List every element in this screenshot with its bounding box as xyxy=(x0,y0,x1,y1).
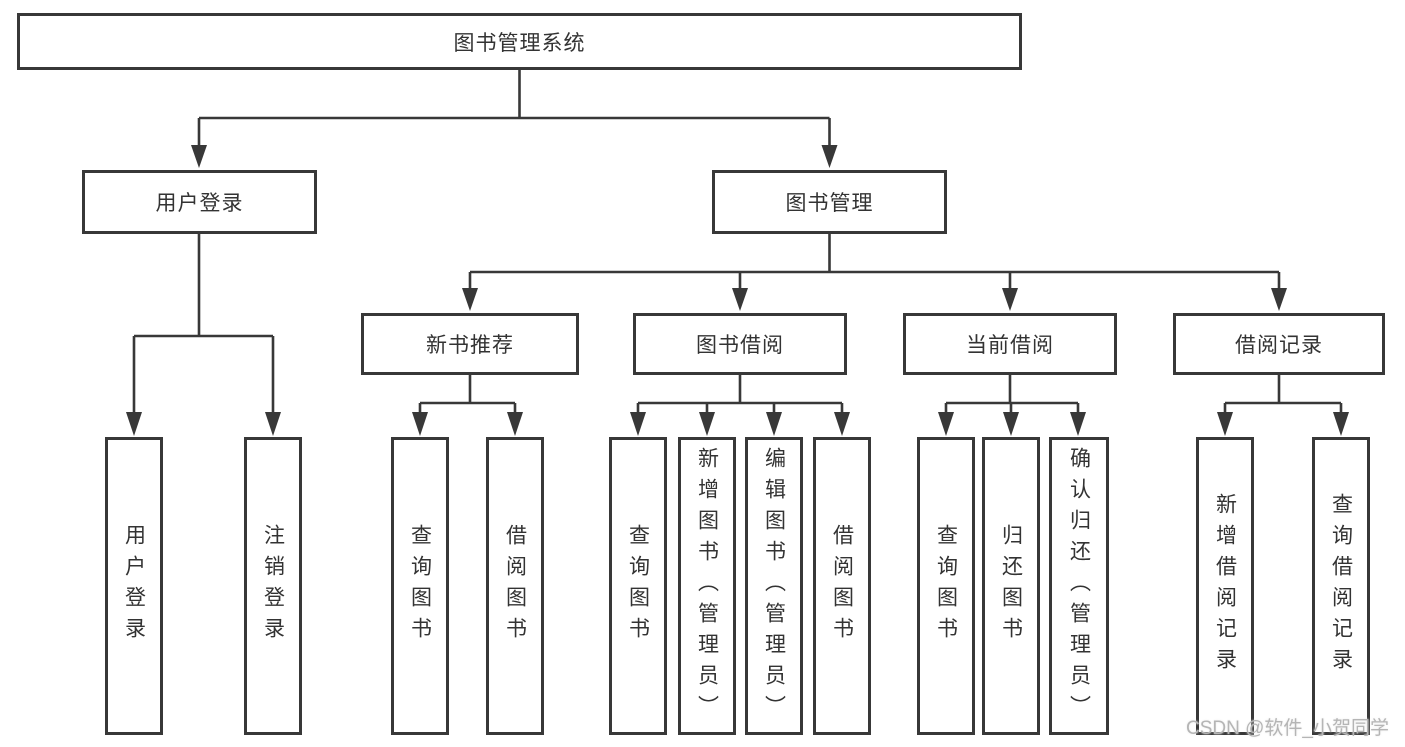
leaf-edit-book-admin: 编辑图书（管理员） xyxy=(745,437,803,735)
node-book-management: 图书管理 xyxy=(712,170,947,234)
leaf-label: 查询图书 xyxy=(934,524,958,648)
node-label: 图书管理系统 xyxy=(453,31,586,55)
connector-current-borrow-to-leaves xyxy=(938,375,1086,436)
leaf-add-book-admin: 新增图书（管理员） xyxy=(678,437,736,735)
node-book-borrow: 图书借阅 xyxy=(633,313,847,375)
node-label: 用户登录 xyxy=(155,192,244,215)
leaf-label: 编辑图书（管理员） xyxy=(762,446,786,726)
leaf-query-books-current: 查询图书 xyxy=(917,437,975,735)
connector-book-management-to-level2 xyxy=(462,234,1287,311)
node-label: 借阅记录 xyxy=(1235,334,1323,357)
leaf-add-borrow-record: 新增借阅记录 xyxy=(1196,437,1254,735)
leaf-label: 查询图书 xyxy=(408,524,432,648)
leaf-label: 新增借阅记录 xyxy=(1213,493,1237,679)
leaf-label: 新增图书（管理员） xyxy=(695,446,719,726)
leaf-borrow-books: 借阅图书 xyxy=(813,437,871,735)
csdn-watermark: CSDN @软件_小贺同学 xyxy=(1186,718,1389,739)
node-library-system: 图书管理系统 xyxy=(17,13,1022,70)
connector-root-to-level1 xyxy=(191,70,838,168)
leaf-label: 确认归还（管理员） xyxy=(1067,446,1091,726)
connector-new-book-to-leaves xyxy=(412,375,523,436)
node-label: 图书管理 xyxy=(785,192,874,215)
leaf-borrow-books-recommend: 借阅图书 xyxy=(486,437,544,735)
connector-borrow-record-to-leaves xyxy=(1217,375,1349,436)
leaf-return-book: 归还图书 xyxy=(982,437,1040,735)
node-user-login: 用户登录 xyxy=(82,170,317,234)
node-borrow-record: 借阅记录 xyxy=(1173,313,1385,375)
leaf-user-login: 用户登录 xyxy=(105,437,163,735)
leaf-label: 注销登录 xyxy=(261,524,285,648)
connector-user-login-to-leaves xyxy=(126,234,281,436)
leaf-label: 查询图书 xyxy=(626,524,650,648)
leaf-label: 查询借阅记录 xyxy=(1329,493,1353,679)
connector-book-borrow-to-leaves xyxy=(630,375,850,436)
leaf-query-books-borrow: 查询图书 xyxy=(609,437,667,735)
leaf-confirm-return-admin: 确认归还（管理员） xyxy=(1049,437,1109,735)
leaf-label: 借阅图书 xyxy=(503,524,527,648)
leaf-query-books-recommend: 查询图书 xyxy=(391,437,449,735)
leaf-query-borrow-record: 查询借阅记录 xyxy=(1312,437,1370,735)
leaf-label: 借阅图书 xyxy=(830,524,854,648)
leaf-logout: 注销登录 xyxy=(244,437,302,735)
leaf-label: 归还图书 xyxy=(999,524,1023,648)
node-label: 图书借阅 xyxy=(696,334,784,357)
leaf-label: 用户登录 xyxy=(122,524,146,648)
node-current-borrow: 当前借阅 xyxy=(903,313,1117,375)
node-label: 当前借阅 xyxy=(966,334,1054,357)
node-label: 新书推荐 xyxy=(426,334,514,357)
node-new-book-recommend: 新书推荐 xyxy=(361,313,579,375)
